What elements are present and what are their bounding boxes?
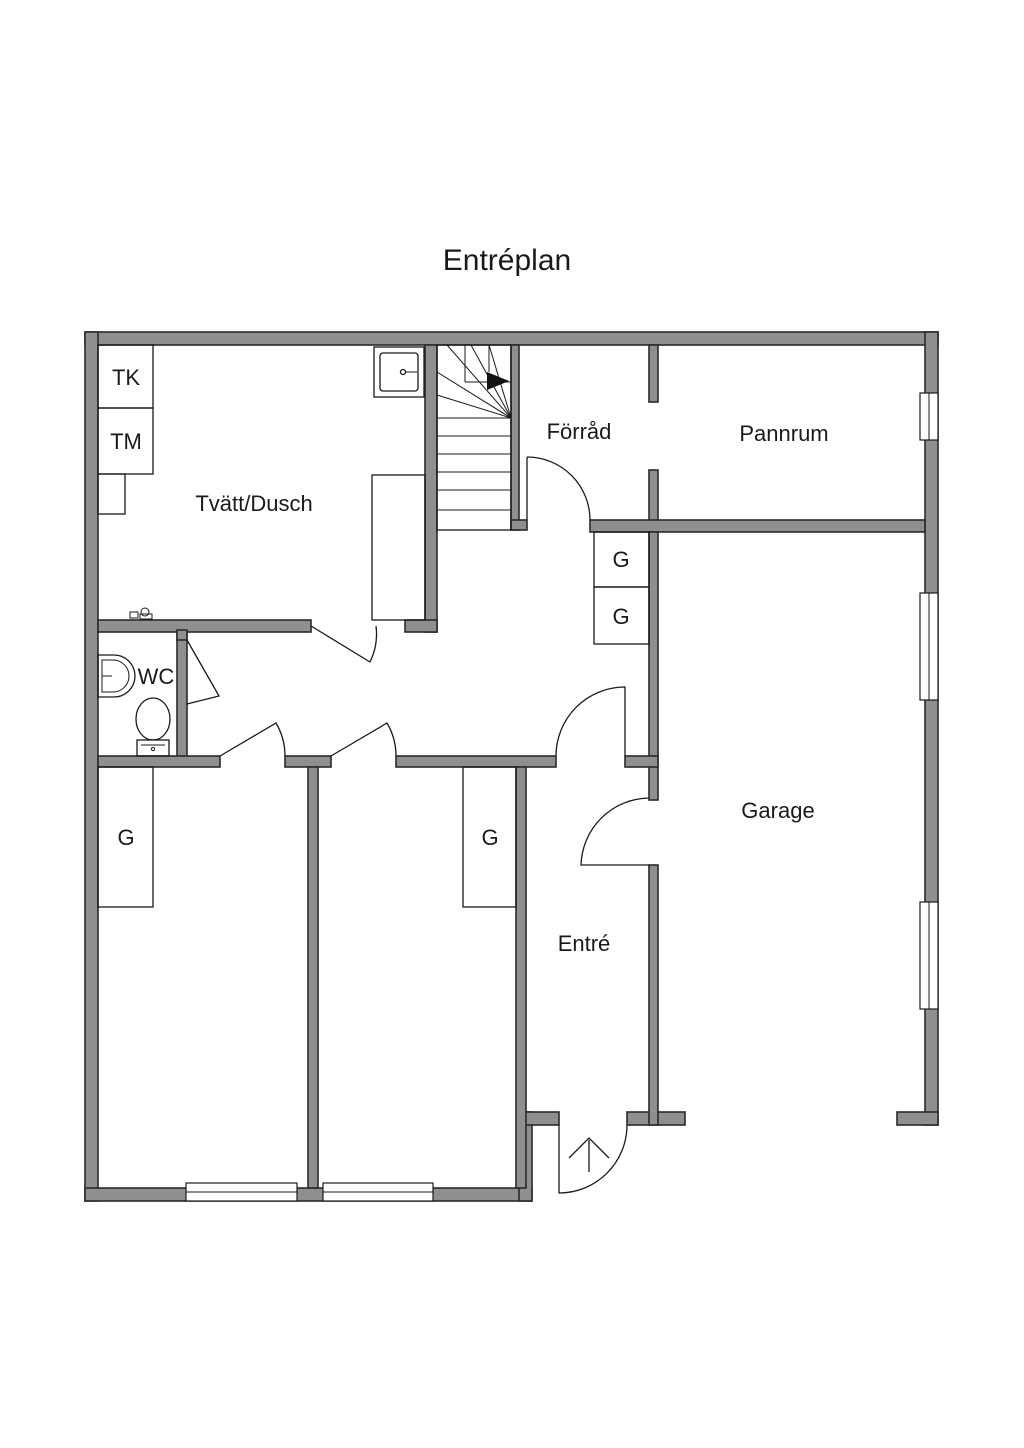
toilet-icon [135,697,171,757]
entrance-arrow-icon [568,1137,610,1172]
wall-storage-boiler-top [648,344,659,403]
outer-wall-left [84,331,99,1202]
wall-garage-upper [648,531,659,801]
doors [186,456,650,1194]
wall-garage-lower [648,864,659,1126]
label-tm: TM [110,429,142,454]
outer-wall-top [84,331,939,346]
wall-stair-foot [510,519,528,531]
label-g1: G [612,547,629,572]
wall-wc-right [176,631,188,766]
wall-laundry-bottom [97,619,312,633]
fixtures [97,344,650,908]
door-bedroom-left-swing [219,722,286,757]
door-wc-swing [186,639,220,705]
door-hall-swing [555,686,626,757]
door-storage-swing [526,456,591,521]
stair-outline [436,344,512,531]
label-tvatt-dusch: Tvätt/Dusch [195,491,312,516]
outer-wall-bottom-left [84,1187,533,1202]
wall-stair-storage [510,344,520,531]
wall-garage-bottom-right [896,1111,939,1126]
wall-corridor-bottom-a [97,755,221,768]
washbasin-icon [97,654,136,698]
windows [185,392,939,1202]
label-g3: G [117,825,134,850]
wardrobe-g2 [593,586,650,645]
sink-icon [373,346,425,398]
wall-corridor-bottom-d [624,755,659,768]
door-laundry-swing [310,625,378,663]
wardrobe-g3 [97,766,154,908]
label-g4: G [481,825,498,850]
wall-bedroom-entry [515,766,527,1189]
door-entrance-swing [558,1124,628,1194]
wardrobe-g4 [462,766,517,908]
wall-corridor-bottom-b [284,755,332,768]
wall-boiler-garage [589,519,926,533]
plan-title: Entréplan [443,244,571,277]
wall-bedroom-divider [307,766,319,1189]
label-wc: WC [138,664,175,689]
wall-laundry-stair [424,344,438,633]
label-forrad: Förråd [547,419,612,444]
room-labels: TK TM Tvätt/Dusch Förråd Pannrum WC G G … [110,365,829,956]
label-g2: G [612,604,629,629]
door-garage-swing [580,797,650,866]
laundry-bench [371,474,426,621]
wall-wc-top-stub [176,629,188,641]
faucet-icon [129,607,153,620]
wall-corridor-bottom-c [395,755,557,768]
cabinet-small [97,473,126,515]
label-garage: Garage [741,798,814,823]
door-bedroom-right-swing [330,722,397,757]
label-tk: TK [112,365,140,390]
staircase [436,344,512,531]
wall-laundry-bottom-right [404,619,438,633]
stair-direction-arrow-icon [487,372,509,390]
label-pannrum: Pannrum [739,421,828,446]
label-entre: Entré [558,931,611,956]
